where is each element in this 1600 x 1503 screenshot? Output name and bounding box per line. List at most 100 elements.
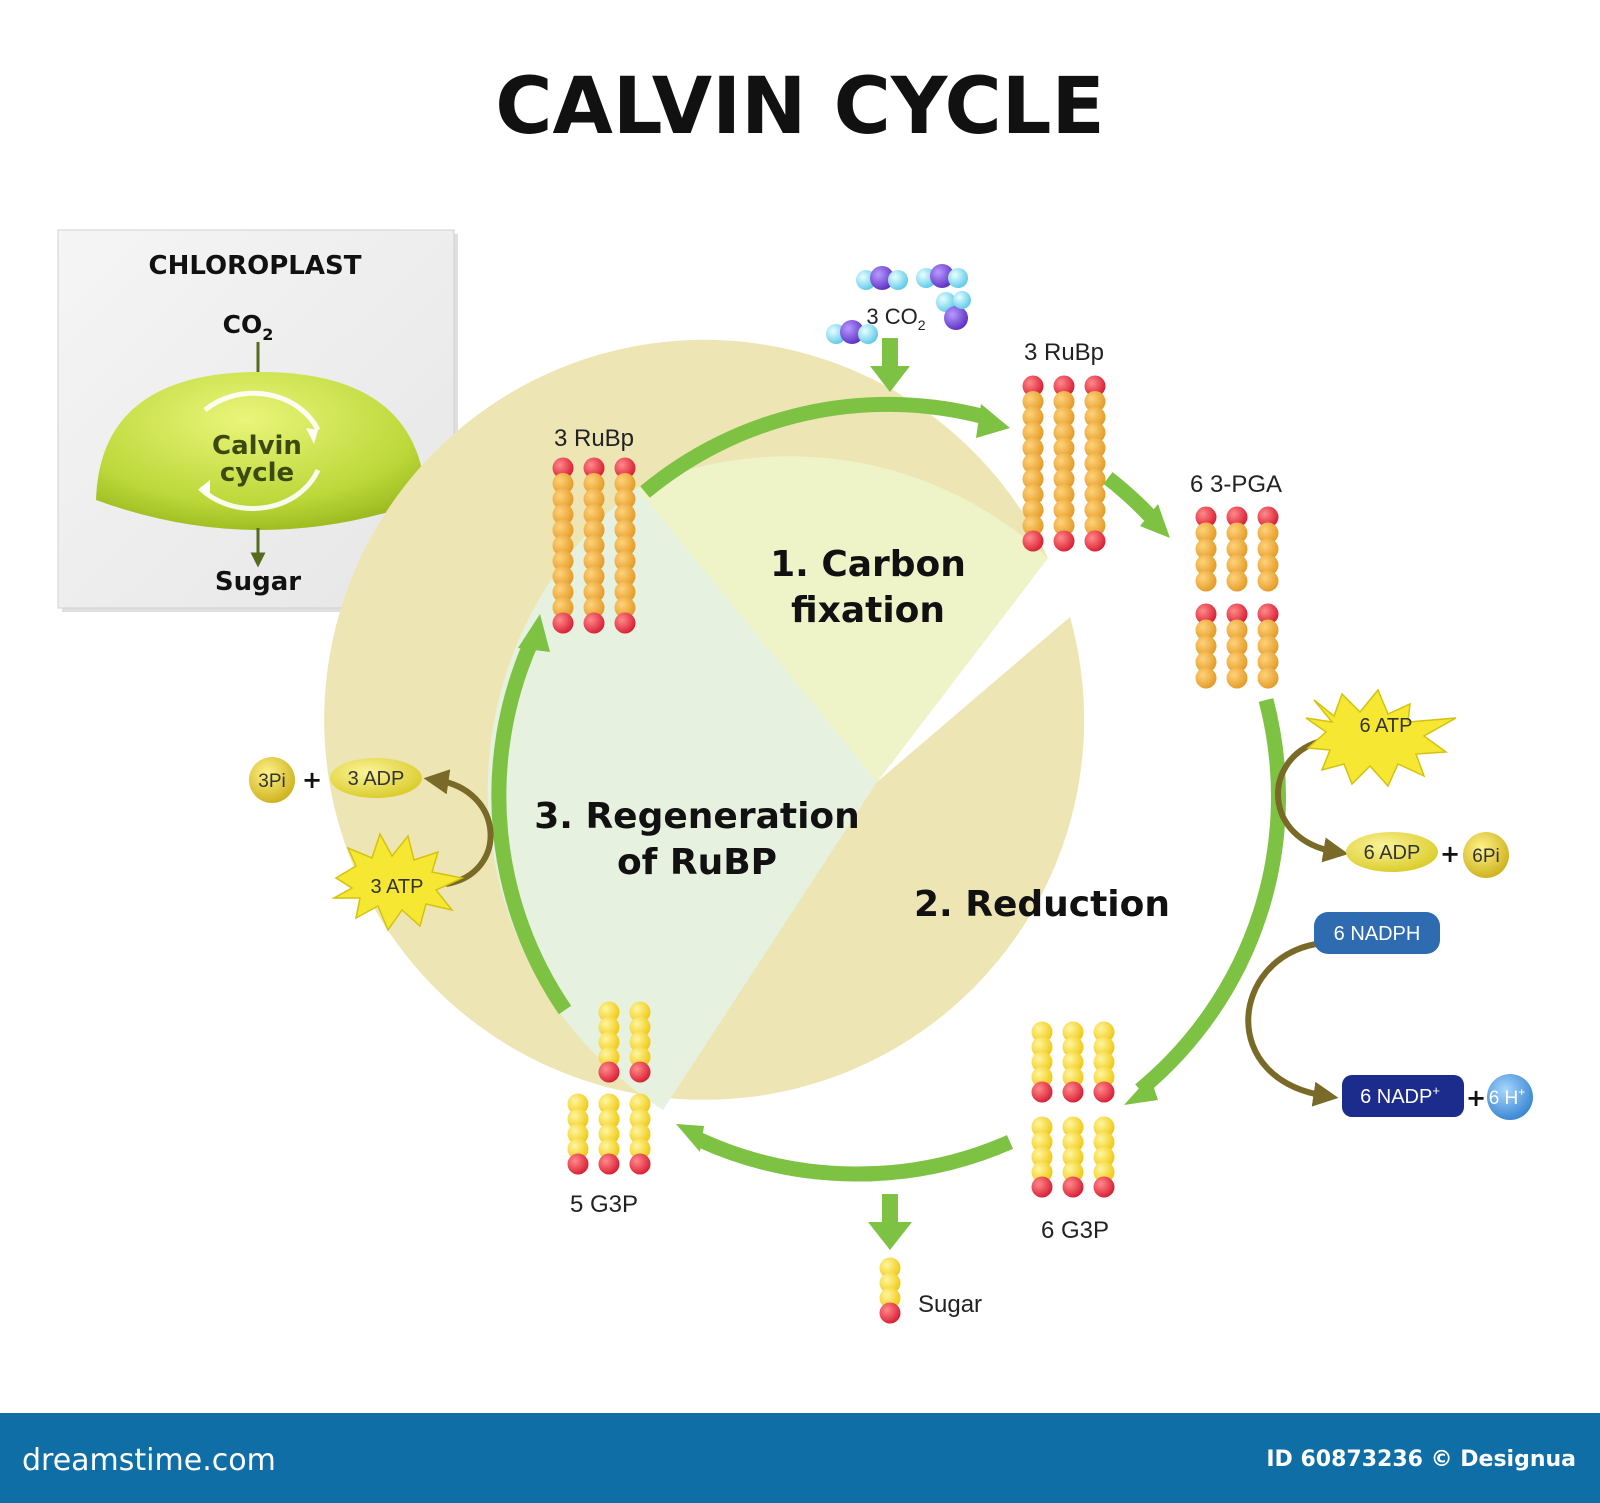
atom xyxy=(1084,530,1106,552)
stage-fixation-line2: fixation xyxy=(791,590,945,631)
atom xyxy=(1053,422,1075,443)
stage-reduction: 2. Reduction xyxy=(914,884,1170,925)
atom xyxy=(1031,1036,1053,1058)
pi-left-ball xyxy=(249,757,295,803)
stage-regeneration-line2: of RuBP xyxy=(617,842,777,883)
atom xyxy=(1053,453,1075,474)
atom xyxy=(1226,603,1248,625)
atom xyxy=(1084,453,1106,474)
atom xyxy=(598,1108,620,1130)
g3p-left-molecules xyxy=(567,1001,651,1175)
atom xyxy=(552,519,574,541)
atom xyxy=(583,612,605,634)
atom xyxy=(1257,603,1279,625)
atom xyxy=(1195,635,1217,657)
atom xyxy=(1226,506,1248,528)
atom xyxy=(567,1153,589,1175)
atom xyxy=(1084,391,1106,412)
inset-center-line2: cycle xyxy=(220,458,294,488)
atom xyxy=(552,597,574,618)
atom xyxy=(614,612,636,634)
pga-label: 6 3-PGA xyxy=(1190,471,1282,498)
atom xyxy=(583,597,605,618)
atom xyxy=(552,566,574,587)
atom xyxy=(1031,1051,1053,1073)
atom xyxy=(1084,406,1106,428)
atom xyxy=(1084,499,1106,521)
atom xyxy=(1022,391,1044,412)
atom xyxy=(552,488,574,510)
atom xyxy=(1257,522,1279,544)
atom xyxy=(1226,570,1248,592)
chloroplast-dome xyxy=(96,372,426,530)
sector-fixation xyxy=(637,456,1048,782)
footer-image-id: ID 60873236 © Designua xyxy=(1266,1447,1576,1472)
atp-burst-right xyxy=(1305,688,1457,788)
atom xyxy=(1257,667,1279,689)
atom xyxy=(1084,437,1106,459)
atom xyxy=(1031,1131,1053,1153)
atom xyxy=(1031,1021,1053,1043)
atom xyxy=(552,550,574,572)
atom xyxy=(936,292,956,312)
atom xyxy=(552,535,574,556)
inset-heading: CHLOROPLAST xyxy=(149,251,362,281)
page-title: CALVIN CYCLE xyxy=(495,62,1105,152)
atom xyxy=(629,1093,651,1115)
h-label: 6 H+ xyxy=(1489,1085,1526,1109)
atom xyxy=(1195,619,1217,641)
atom xyxy=(1226,651,1248,673)
atom xyxy=(1053,499,1075,521)
atom xyxy=(598,1001,620,1023)
atom xyxy=(567,1123,589,1145)
atom xyxy=(1022,453,1044,474)
atom xyxy=(1031,1176,1053,1198)
pi-left-label: 3Pi xyxy=(258,771,285,792)
atom xyxy=(629,1046,651,1068)
co2-molecules xyxy=(826,264,971,344)
atom xyxy=(552,473,574,494)
atom xyxy=(888,270,908,290)
atom xyxy=(1093,1051,1115,1073)
atom xyxy=(1084,484,1106,505)
atom xyxy=(1062,1036,1084,1058)
atom xyxy=(1053,391,1075,412)
atom xyxy=(567,1108,589,1130)
atom xyxy=(629,1108,651,1130)
atom xyxy=(583,535,605,556)
atom xyxy=(629,1153,651,1175)
atom xyxy=(567,1138,589,1160)
atom xyxy=(930,264,954,288)
atom xyxy=(1062,1161,1084,1183)
atom xyxy=(1031,1146,1053,1168)
atom xyxy=(1195,506,1217,528)
atom xyxy=(1084,515,1106,536)
atom xyxy=(1195,667,1217,689)
atom xyxy=(598,1093,620,1115)
atom xyxy=(629,1001,651,1023)
atom xyxy=(1226,635,1248,657)
atp-left-label: 3 ATP xyxy=(371,876,424,898)
atom xyxy=(598,1016,620,1038)
atom xyxy=(870,266,894,290)
sugar-output-arrow xyxy=(868,1194,912,1250)
atom xyxy=(879,1302,901,1324)
rubp-left-label: 3 RuBp xyxy=(554,425,634,452)
footer-logo[interactable]: dreamstime.com xyxy=(22,1443,276,1478)
inset-center-line1: Calvin xyxy=(212,431,302,461)
atom xyxy=(614,519,636,541)
atp-right-label: 6 ATP xyxy=(1360,715,1413,737)
atom xyxy=(1093,1161,1115,1183)
nadph-box xyxy=(1314,912,1440,954)
atom xyxy=(583,550,605,572)
atom xyxy=(614,473,636,494)
atom xyxy=(1022,422,1044,443)
atom xyxy=(1084,375,1106,397)
atom xyxy=(629,1061,651,1083)
footer-bar: dreamstime.com ID 60873236 © Designua xyxy=(0,1413,1600,1503)
atom xyxy=(583,457,605,479)
atom xyxy=(583,488,605,510)
nadph-label: 6 NADPH xyxy=(1334,923,1421,945)
atom xyxy=(583,581,605,603)
atom xyxy=(1093,1176,1115,1198)
